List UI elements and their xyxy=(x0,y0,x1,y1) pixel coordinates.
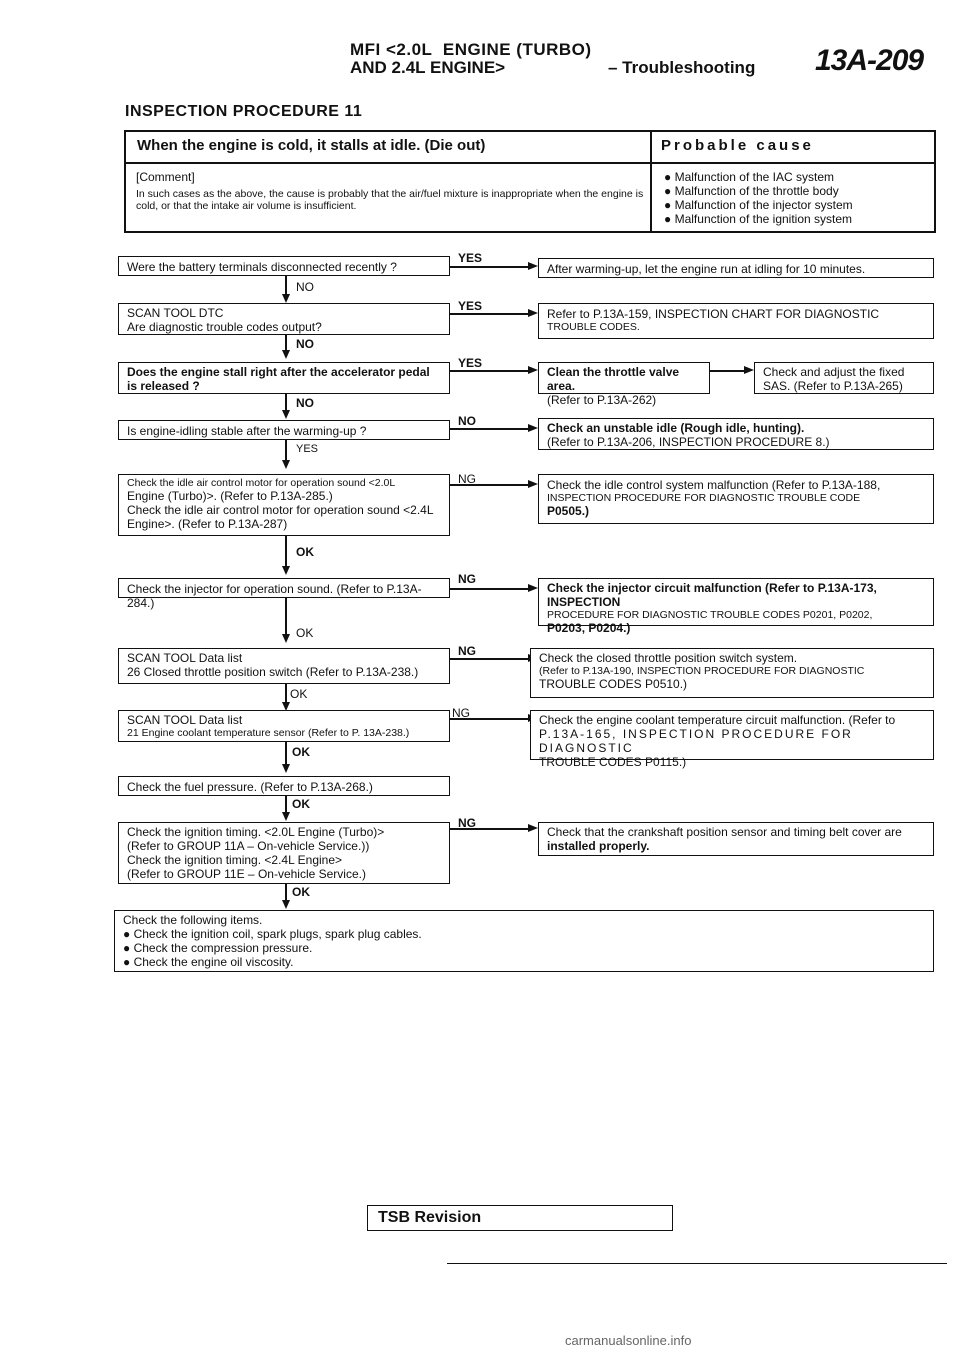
c6-box: Check the ignition timing. <2.0L Engine … xyxy=(118,822,450,884)
no-label: NO xyxy=(296,396,314,410)
c1-ng-box: Check the idle control system malfunctio… xyxy=(538,474,934,524)
q1-box: Were the battery terminals disconnected … xyxy=(118,256,450,276)
ng-label: NG xyxy=(458,572,476,586)
c6-ng-box: Check that the crankshaft position senso… xyxy=(538,822,934,856)
header-subtitle: AND 2.4L ENGINE> xyxy=(350,58,506,77)
q1-yes-box: After warming-up, let the engine run at … xyxy=(538,258,934,278)
ok-label: OK xyxy=(290,687,308,701)
comment-label: [Comment] xyxy=(136,170,195,184)
q4-box: Is engine-idling stable after the warmin… xyxy=(118,420,450,440)
c2-box: Check the injector for operation sound. … xyxy=(118,578,450,610)
final-item: ● Check the ignition coil, spark plugs, … xyxy=(123,927,422,941)
ok-label: OK xyxy=(292,885,310,899)
final-item: ● Check the engine oil viscosity. xyxy=(123,955,294,969)
yes-label: YES xyxy=(458,251,483,265)
c4-box: SCAN TOOL Data list 21 Engine coolant te… xyxy=(118,710,450,742)
comment-text: In such cases as the above, the cause is… xyxy=(136,188,644,212)
c1-box: Check the idle air control motor for ope… xyxy=(118,474,450,536)
procedure-title: INSPECTION PROCEDURE 11 xyxy=(125,103,363,120)
ok-label: OK xyxy=(292,797,310,811)
yes-label: YES xyxy=(458,356,483,370)
cause-item: ● Malfunction of the IAC system xyxy=(664,170,834,184)
ng-label: NG xyxy=(452,706,470,720)
c5-box: Check the fuel pressure. (Refer to P.13A… xyxy=(118,776,450,796)
c2-ng-box: Check the injector circuit malfunction (… xyxy=(538,578,934,635)
final-box: Check the following items. ● Check the i… xyxy=(114,910,934,972)
yes-label: YES xyxy=(296,443,319,455)
page-number: 13A-209 xyxy=(815,44,924,77)
probable-cause-label: Probable cause xyxy=(661,137,814,154)
q4-no-box: Check an unstable idle (Rough idle, hunt… xyxy=(538,418,934,450)
summary-box: When the engine is cold, it stalls at id… xyxy=(124,130,936,233)
ok-label: OK xyxy=(296,545,314,559)
no-label: NO xyxy=(296,280,314,294)
final-item: ● Check the compression pressure. xyxy=(123,941,313,955)
c3-box: SCAN TOOL Data list 26 Closed throttle p… xyxy=(118,648,450,684)
no-label: NO xyxy=(458,414,476,428)
tsb-revision: TSB Revision xyxy=(367,1205,673,1231)
header-title: MFI <2.0L ENGINE (TURBO) xyxy=(350,40,592,59)
footer-rule xyxy=(447,1263,947,1264)
header-section: – Troubleshooting xyxy=(608,58,756,77)
q3-yes-a-box: Clean the throttle valve area. (Refer to… xyxy=(538,362,710,407)
ng-label: NG xyxy=(458,644,476,658)
no-label: NO xyxy=(296,337,314,351)
ok-label: OK xyxy=(292,745,310,759)
ng-label: NG xyxy=(458,816,476,830)
cause-item: ● Malfunction of the injector system xyxy=(664,198,853,212)
cause-item: ● Malfunction of the throttle body xyxy=(664,184,839,198)
yes-label: YES xyxy=(458,299,483,313)
q2-box: SCAN TOOL DTC Are diagnostic trouble cod… xyxy=(118,303,450,335)
q2-yes-box: Refer to P.13A-159, INSPECTION CHART FOR… xyxy=(538,303,934,339)
c4-ng-box: Check the engine coolant temperature cir… xyxy=(530,710,934,769)
watermark: carmanualsonline.info xyxy=(565,1333,692,1348)
summary-title: When the engine is cold, it stalls at id… xyxy=(137,137,486,154)
q3-yes-b-box: Check and adjust the fixed SAS. (Refer t… xyxy=(754,362,934,394)
q3-box: Does the engine stall right after the ac… xyxy=(118,362,450,394)
c3-ng-box: Check the closed throttle position switc… xyxy=(530,648,934,698)
ng-label: NG xyxy=(458,472,476,486)
cause-item: ● Malfunction of the ignition system xyxy=(664,212,853,226)
cause-list: ● Malfunction of the IAC system ● Malfun… xyxy=(664,170,934,226)
ok-label: OK xyxy=(296,626,314,640)
